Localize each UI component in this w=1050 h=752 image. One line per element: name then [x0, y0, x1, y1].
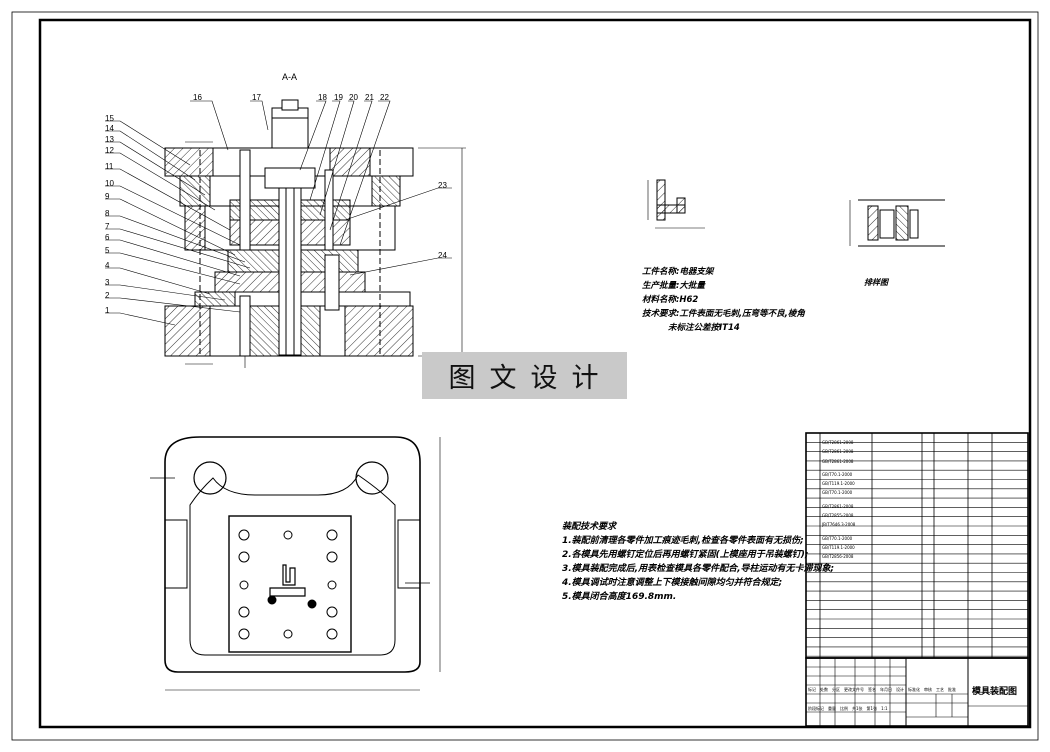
callout-16: 16 — [193, 93, 202, 102]
section-label: A-A — [282, 72, 298, 82]
bom-code: GB/T70.1-2000 — [822, 535, 853, 541]
title-block-cell: 1:1 — [881, 706, 888, 711]
callout-19: 19 — [334, 93, 343, 102]
bom-code: GB/T119.1-2000 — [822, 481, 855, 487]
part-material: 材料名称:H62 — [642, 295, 699, 305]
part-tolerance: 未标注公差按IT14 — [668, 323, 740, 333]
plan-view — [150, 436, 441, 691]
plan-view-holes — [238, 529, 338, 640]
part-name: 工件名称:电器支架 — [642, 267, 714, 277]
title-block-cell: 年月日 — [880, 687, 892, 692]
strip-layout-view — [849, 199, 945, 247]
bom-code: JB/T7646.3-2008 — [822, 522, 856, 528]
title-block-cells: 标记处数分区更改文件号签名年月日设计标准化审核工艺批准阶段标记重量比例共1张第1… — [808, 686, 968, 724]
callout-13: 13 — [105, 135, 114, 144]
title-block-cell: 处数 — [820, 687, 828, 692]
title-block-cell: 共1张 — [852, 706, 863, 711]
outer-border — [11, 11, 1039, 741]
title-block-cell: 更改文件号 — [844, 687, 864, 692]
title-block-cell: 签名 — [868, 687, 876, 692]
callout-14: 14 — [105, 124, 114, 133]
drawing-title: 模具装配图 — [972, 687, 1018, 697]
assembly-note-4: 4.模具调试时注意调整上下模接触间隙均匀并符合规定; — [562, 578, 783, 588]
callout-24: 24 — [438, 251, 447, 260]
part-tech-req: 技术要求:工件表面无毛刺,压弯等不良,棱角 — [642, 309, 805, 319]
title-block-cell: 设计 — [896, 687, 904, 692]
assembly-note-1: 1.装配前清理各零件加工痕迹毛刺,检查各零件表面有无损伤; — [562, 536, 804, 546]
callout-4: 4 — [105, 261, 110, 270]
strip-caption: 排样图 — [864, 278, 888, 287]
callout-3: 3 — [105, 278, 110, 287]
assembly-notes-heading: 装配技术要求 — [562, 522, 617, 532]
callout-2: 2 — [105, 291, 110, 300]
title-block-cell: 阶段标记 — [808, 706, 824, 711]
assembly-note-5: 5.模具闭合高度169.8mm. — [562, 592, 677, 602]
callout-20: 20 — [349, 93, 358, 102]
callout-6: 6 — [105, 233, 110, 242]
assembly-notes: 装配技术要求 1.装配前清理各零件加工痕迹毛刺,检查各零件表面有无损伤; 2.各… — [562, 521, 834, 605]
leader-lines — [105, 100, 452, 326]
title-block-cell: 审核 — [924, 687, 932, 692]
part-batch: 生产批量:大批量 — [642, 281, 705, 291]
callout-1: 1 — [105, 306, 110, 315]
bom-code: GB/T119.1-2000 — [822, 544, 855, 550]
title-block-cell: 标记 — [808, 687, 816, 692]
title-block-cell: 标准化 — [908, 687, 920, 692]
callout-5: 5 — [105, 246, 110, 255]
callout-9: 9 — [105, 192, 110, 201]
bom-code: GB/T70.1-2000 — [822, 471, 853, 477]
part-info: 工件名称:电器支架 生产批量:大批量 材料名称:H62 技术要求:工件表面无毛刺… — [642, 265, 805, 335]
callout-17: 17 — [252, 93, 261, 102]
inner-border — [38, 18, 1032, 729]
callout-7: 7 — [105, 222, 110, 231]
bom-code: GB/T2861-2008 — [822, 503, 854, 509]
bom-code: GB/T2856-2008 — [822, 554, 854, 560]
assembly-note-3: 3.模具装配完成后,用表检查模具各零件配合,导柱运动有无卡滞现象; — [562, 564, 835, 574]
bom-code: GB/T2861-2008 — [822, 458, 854, 464]
bom-code: GB/T2861-2008 — [822, 449, 854, 455]
callout-21: 21 — [365, 93, 374, 102]
callout-22: 22 — [380, 93, 389, 102]
title-block-cell: 批准 — [948, 687, 956, 692]
bom-code: GB/T2861-2008 — [822, 440, 854, 445]
callout-23: 23 — [438, 181, 447, 190]
title-block-cell: 比例 — [840, 706, 848, 711]
bom-code: GB/T2855-2008 — [822, 513, 854, 519]
title-block-cell: 分区 — [832, 687, 840, 692]
callout-11: 11 — [105, 162, 114, 171]
callout-18: 18 — [318, 93, 327, 102]
title-block-cell: 第1张 — [866, 706, 878, 711]
callout-15: 15 — [105, 114, 114, 123]
callout-10: 10 — [105, 179, 114, 188]
watermark-stamp: 图文设计 — [422, 352, 627, 399]
section-view — [164, 99, 466, 368]
bom-code: GB/T70.1-2000 — [822, 490, 853, 496]
title-block-cell: 工艺 — [936, 687, 944, 692]
callout-12: 12 — [105, 146, 114, 155]
callout-8: 8 — [105, 209, 110, 218]
assembly-note-2: 2.各模具先用螺钉定位后再用螺钉紧固(上模座用于吊装螺钉); — [562, 550, 809, 560]
title-block — [805, 657, 1029, 727]
title-block-cell: 重量 — [828, 706, 836, 711]
part-detail-view — [647, 179, 705, 229]
